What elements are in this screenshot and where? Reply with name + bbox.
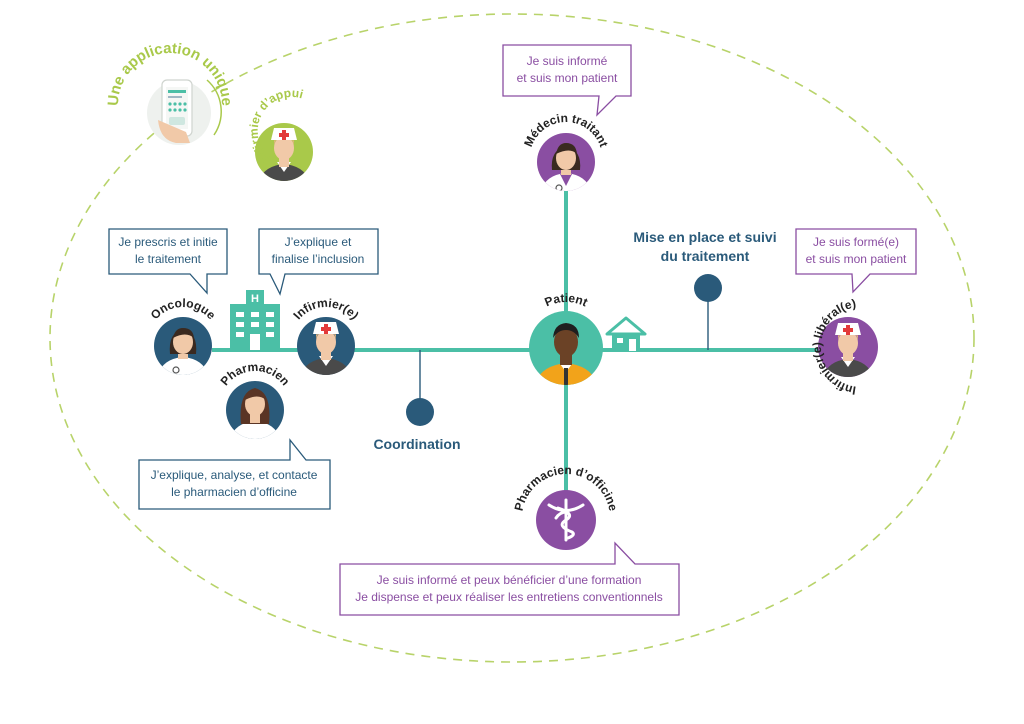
bubble-oncologue-line-2: le traitement <box>135 252 202 266</box>
bubble-medecin-line-2: et suis mon patient <box>517 71 618 85</box>
avatar-infirmier-liberal <box>818 317 878 377</box>
avatar-pharmacien <box>226 381 284 439</box>
bubble-infirmier-liberal-line-2: et suis mon patient <box>806 252 907 266</box>
bubble-officine-line-2: Je dispense et peux réaliser les entreti… <box>355 590 663 604</box>
home-icon <box>605 316 647 351</box>
caduceus-icon <box>547 498 585 542</box>
bubble-medecin: Je suis informé et suis mon patient <box>502 44 632 117</box>
suivi-node <box>694 274 722 302</box>
smartphone-app-icon <box>147 79 222 145</box>
bubble-officine: Je suis informé et peux bénéficier d’une… <box>339 541 680 616</box>
bubble-medecin-line-1: Je suis informé <box>527 54 608 68</box>
avatar-medecin-traitant <box>537 133 595 191</box>
coordination-node <box>406 398 434 426</box>
avatar-infirmier <box>297 317 355 375</box>
bubble-pharmacien-line-2: le pharmacien d’officine <box>171 485 297 499</box>
bubble-oncologue: Je prescris et initie le traitement <box>108 228 228 295</box>
suivi-label-line-1: Mise en place et suivi <box>633 229 776 245</box>
bubble-pharmacien: J’explique, analyse, et contacte le phar… <box>138 438 331 510</box>
svg-text:H: H <box>251 293 259 305</box>
bubble-pharmacien-line-1: J’explique, analyse, et contacte <box>151 468 318 482</box>
avatar-oncologue <box>154 317 212 375</box>
hospital-icon: H <box>230 290 280 350</box>
bubble-infirmier-line-2: finalise l’inclusion <box>272 252 365 266</box>
suivi-label-line-2: du traitement <box>661 248 750 264</box>
bubble-oncologue-line-1: Je prescris et initie <box>118 235 218 249</box>
bubble-infirmier-liberal: Je suis formé(e) et suis mon patient <box>795 228 917 294</box>
label-patient: Patient <box>543 291 590 309</box>
scope-ellipse <box>49 13 975 663</box>
bubble-infirmier-line-1: J’explique et <box>285 235 352 249</box>
avatar-pharmacien-officine <box>536 490 596 550</box>
bubble-infirmier: J’explique et finalise l’inclusion <box>258 228 379 296</box>
coordination-label: Coordination <box>373 436 460 452</box>
avatar-patient <box>529 311 603 385</box>
bubble-infirmier-liberal-line-1: Je suis formé(e) <box>813 235 899 249</box>
bubble-officine-line-1: Je suis informé et peux bénéficier d’une… <box>377 573 642 587</box>
